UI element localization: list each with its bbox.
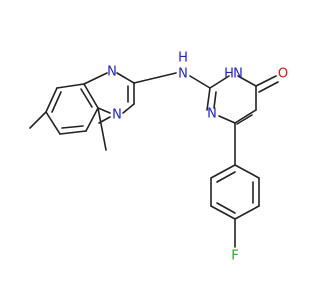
atom-n-linker: N <box>178 67 188 82</box>
bond <box>216 171 236 183</box>
bond <box>210 164 236 179</box>
bond <box>218 115 236 124</box>
bond <box>116 72 135 84</box>
bond-c2-nh <box>133 72 177 84</box>
atom-n-pyrimidinone-3: N <box>233 67 243 82</box>
atom-o-carbonyl: O <box>278 67 288 82</box>
bond <box>45 87 58 113</box>
bond-carbonyl <box>255 75 277 87</box>
bond <box>213 91 217 109</box>
bond-methyl-c6 <box>29 111 47 129</box>
bond-methyl-c4 <box>97 107 107 151</box>
bond-nh-c2p <box>189 75 211 89</box>
bond <box>51 91 62 113</box>
bond <box>97 107 111 114</box>
bond <box>234 205 260 220</box>
bond <box>236 114 253 125</box>
atom-h-pyrimidinone-3: H <box>224 67 234 82</box>
atom-h-linker: H <box>178 51 188 66</box>
bond <box>216 202 236 214</box>
bond <box>209 75 230 89</box>
atom-f: F <box>231 249 238 264</box>
molecule-canvas: N N N H N H N O F <box>29 51 288 264</box>
bond <box>234 109 257 124</box>
bond <box>234 164 260 179</box>
bond-carbonyl <box>258 81 279 93</box>
quinazoline-pyrimidine-ring <box>83 72 135 124</box>
benzo-ring <box>45 83 99 135</box>
atom-n-quinazoline-1: N <box>107 65 117 80</box>
atom-n-quinazoline-3: N <box>112 108 122 123</box>
fluorophenyl-ring <box>210 164 260 220</box>
bond <box>45 111 61 135</box>
bond <box>56 83 85 89</box>
bond <box>61 125 84 129</box>
bond <box>237 75 257 87</box>
bond <box>59 130 87 135</box>
atom-n-pyrimidinone-1: N <box>207 107 217 122</box>
bond <box>80 88 93 108</box>
bond <box>210 205 236 220</box>
bond <box>206 87 211 111</box>
pyrimidinone-ring <box>206 75 257 125</box>
bond <box>85 107 99 132</box>
bond <box>83 83 99 109</box>
bond <box>122 103 135 114</box>
molecule-structure: N N N H N H N O F <box>29 51 288 264</box>
bond <box>83 72 108 85</box>
